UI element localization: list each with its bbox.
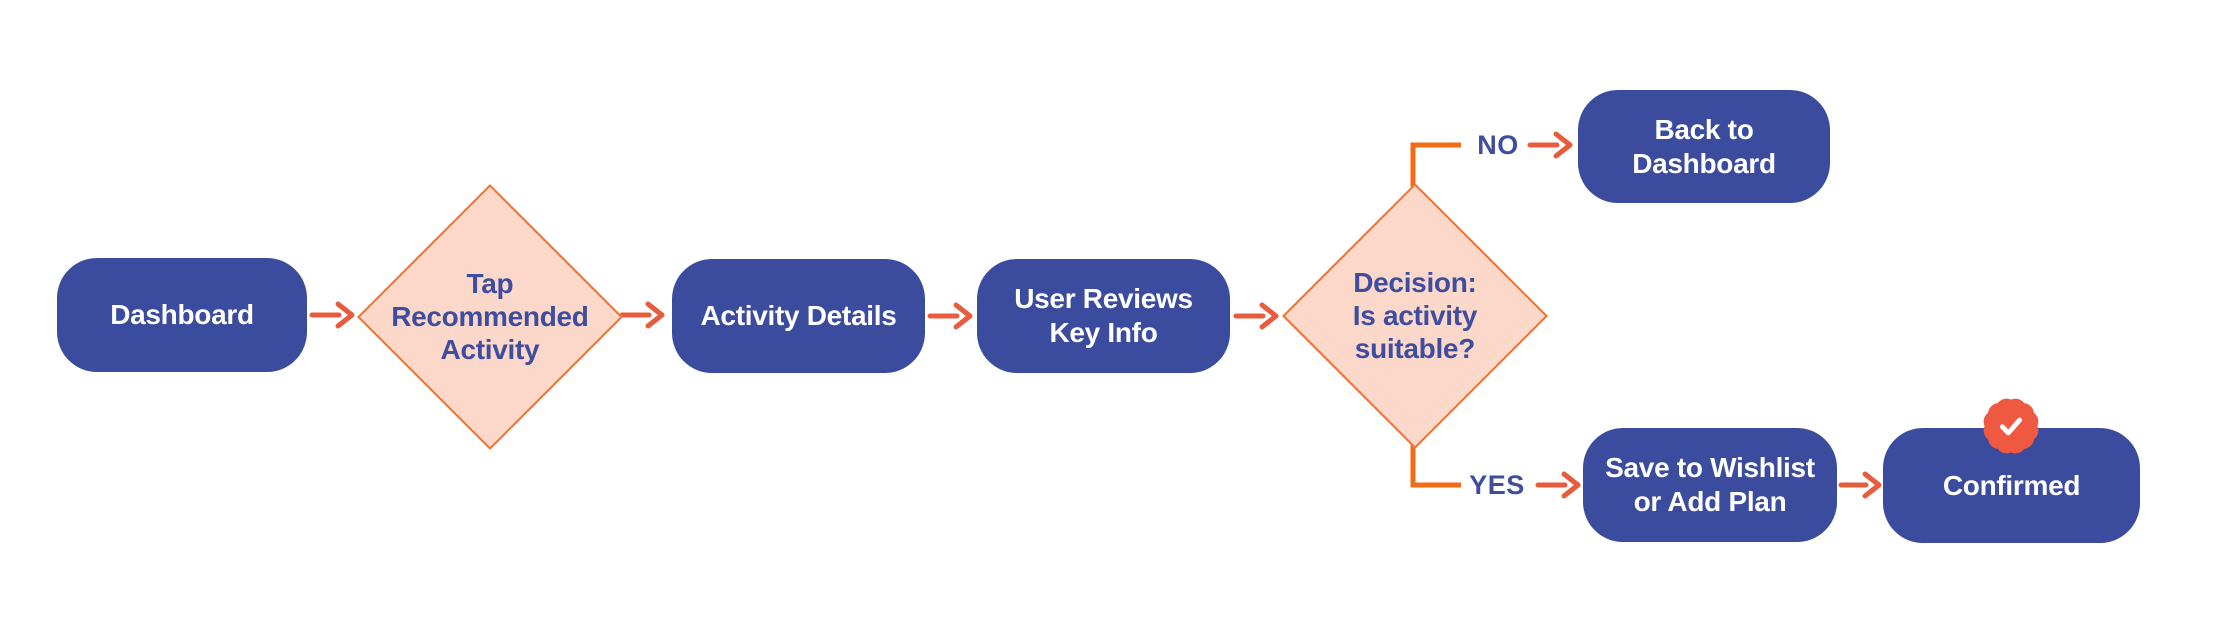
branch-label-yes: YES <box>1469 470 1525 500</box>
elbow-line-yes-branch <box>1410 443 1461 488</box>
branch-label-no: NO <box>1477 130 1519 160</box>
arrow-user-reviews-to-decision <box>1233 302 1279 330</box>
node-dashboard: Dashboard <box>57 258 307 372</box>
node-activity-details-label: Activity Details <box>700 300 897 332</box>
check-seal-icon <box>1979 394 2043 458</box>
node-dashboard-label: Dashboard <box>110 299 254 331</box>
arrow-save-to-wishlist-to-confirmed <box>1838 471 1882 499</box>
node-activity-details: Activity Details <box>672 259 925 373</box>
node-tap-recommended-activity-label: Tap Recommended Activity <box>391 267 589 365</box>
node-confirmed: Confirmed <box>1883 428 2140 543</box>
node-confirmed-label: Confirmed <box>1942 469 2081 501</box>
node-save-to-wishlist-or-add-plan: Save to Wishlist or Add Plan <box>1583 428 1837 542</box>
arrow-activity-details-to-user-reviews <box>927 302 973 330</box>
arrow-tap-to-activity-details <box>619 301 665 329</box>
arrow-no-to-back-to-dashboard <box>1527 131 1573 159</box>
node-back-to-dashboard: Back to Dashboard <box>1578 90 1830 203</box>
arrow-dashboard-to-tap <box>309 301 355 329</box>
arrow-yes-to-save-to-wishlist <box>1535 471 1581 499</box>
node-decision-is-activity-suitable-label: Decision: Is activity suitable? <box>1352 266 1478 364</box>
node-user-reviews-key-info-label: User Reviews Key Info <box>1014 283 1193 348</box>
node-save-to-wishlist-or-add-plan-label: Save to Wishlist or Add Plan <box>1605 452 1815 517</box>
node-user-reviews-key-info: User Reviews Key Info <box>977 259 1230 373</box>
elbow-line-no-branch <box>1410 142 1461 187</box>
node-back-to-dashboard-label: Back to Dashboard <box>1632 113 1776 179</box>
check-icon <box>1999 417 2023 436</box>
